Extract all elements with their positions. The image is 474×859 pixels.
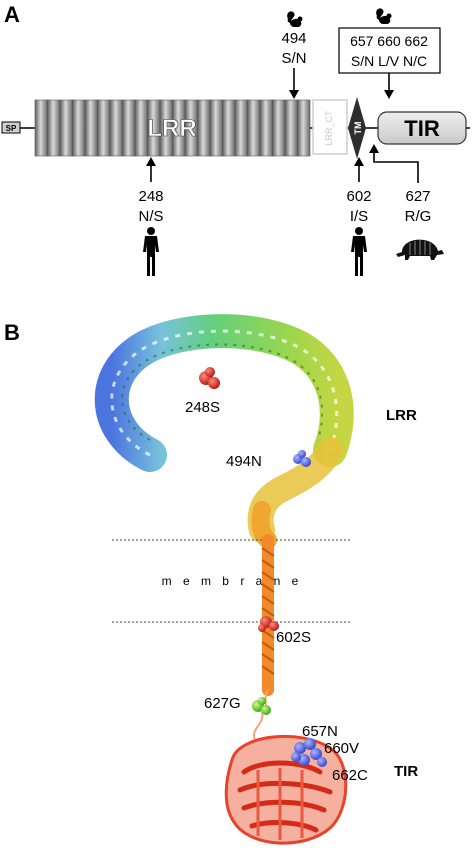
- lrr-domain: [34, 99, 311, 157]
- membrane-label: m e m b r a n e: [162, 574, 303, 588]
- variant-248-position: 248: [138, 188, 163, 205]
- residue-label-660V: 660V: [324, 740, 359, 757]
- lrr-repeat: [284, 99, 298, 157]
- lrr-repeat: [47, 99, 61, 157]
- lrr-repeat: [259, 99, 273, 157]
- sp-domain: [1, 121, 21, 134]
- tir-structure: [224, 734, 348, 845]
- panel-a-label: A: [4, 2, 20, 27]
- residue-627-sphere: [252, 697, 271, 715]
- structure-tir-label: TIR: [394, 763, 418, 780]
- lrr-repeat: [297, 99, 311, 157]
- lrr-repeat: [222, 99, 236, 157]
- residue-label-657N: 657N: [302, 723, 338, 740]
- lrr-structure: [94, 314, 354, 549]
- residue-label-627G: 627G: [204, 695, 241, 712]
- panel-a: A SP LRR LRR_CT TM TIR 494 S/N: [1, 2, 470, 276]
- human-icon: [143, 227, 159, 276]
- armadillo-icon: [396, 239, 444, 260]
- lrr-ct-domain: [312, 99, 348, 155]
- arrowhead-602: [354, 157, 364, 166]
- lrr-ct-label: LRR_CT: [324, 110, 334, 146]
- residue-label-494N: 494N: [226, 453, 262, 470]
- tm-label: TM: [353, 122, 363, 135]
- squirrel-icon: [287, 11, 303, 27]
- human-icon: [351, 227, 367, 276]
- squirrel-icon: [376, 8, 392, 24]
- tm-domain: [348, 97, 366, 159]
- arrowhead-248: [146, 157, 156, 166]
- lrr-repeat: [247, 99, 261, 157]
- lrr-repeat: [109, 99, 123, 157]
- lrr-repeat: [59, 99, 73, 157]
- lrr-repeat: [72, 99, 86, 157]
- arrowhead-627: [369, 144, 379, 153]
- tir-domain-label: TIR: [404, 116, 440, 141]
- panel-b: B m e m b r a n e: [4, 314, 418, 845]
- arrowhead-657-662: [384, 90, 394, 99]
- lrr-repeat: [97, 99, 111, 157]
- lrr-repeat: [197, 99, 211, 157]
- residue-602-sphere: [258, 616, 279, 632]
- residue-248-sphere: [199, 367, 220, 389]
- residue-494-sphere: [293, 450, 311, 467]
- panel-b-label: B: [4, 320, 20, 345]
- variant-657-662-positions: 657 660 662: [350, 33, 428, 49]
- residue-label-662C: 662C: [332, 767, 368, 784]
- lrr-repeat: [272, 99, 286, 157]
- residue-657-660-662-spheres: [291, 738, 327, 767]
- lrr-repeat: [34, 99, 48, 157]
- variant-248-change: N/S: [138, 208, 163, 225]
- residue-label-248S: 248S: [185, 399, 220, 416]
- arrowhead-494: [289, 90, 299, 99]
- variant-657-662-changes: S/N L/V N/C: [351, 53, 427, 69]
- lrr-domain-label: LRR: [147, 115, 196, 142]
- variant-602-change: I/S: [350, 208, 368, 225]
- lrr-repeat: [209, 99, 223, 157]
- variant-494-position: 494: [281, 30, 306, 47]
- structure-lrr-label: LRR: [386, 407, 417, 424]
- tir-domain: [377, 111, 467, 145]
- lrr-repeat: [122, 99, 136, 157]
- variant-494-change: S/N: [281, 50, 306, 67]
- lrr-repeat: [134, 99, 148, 157]
- lrr-repeat: [234, 99, 248, 157]
- variant-box-657-662: [338, 27, 441, 74]
- variant-627-position: 627: [405, 188, 430, 205]
- residue-label-602S: 602S: [276, 629, 311, 646]
- arrow-627: [373, 150, 419, 183]
- variant-627-change: R/G: [405, 208, 432, 225]
- variant-602-position: 602: [346, 188, 371, 205]
- lrr-repeat: [84, 99, 98, 157]
- sp-label: SP: [6, 124, 17, 133]
